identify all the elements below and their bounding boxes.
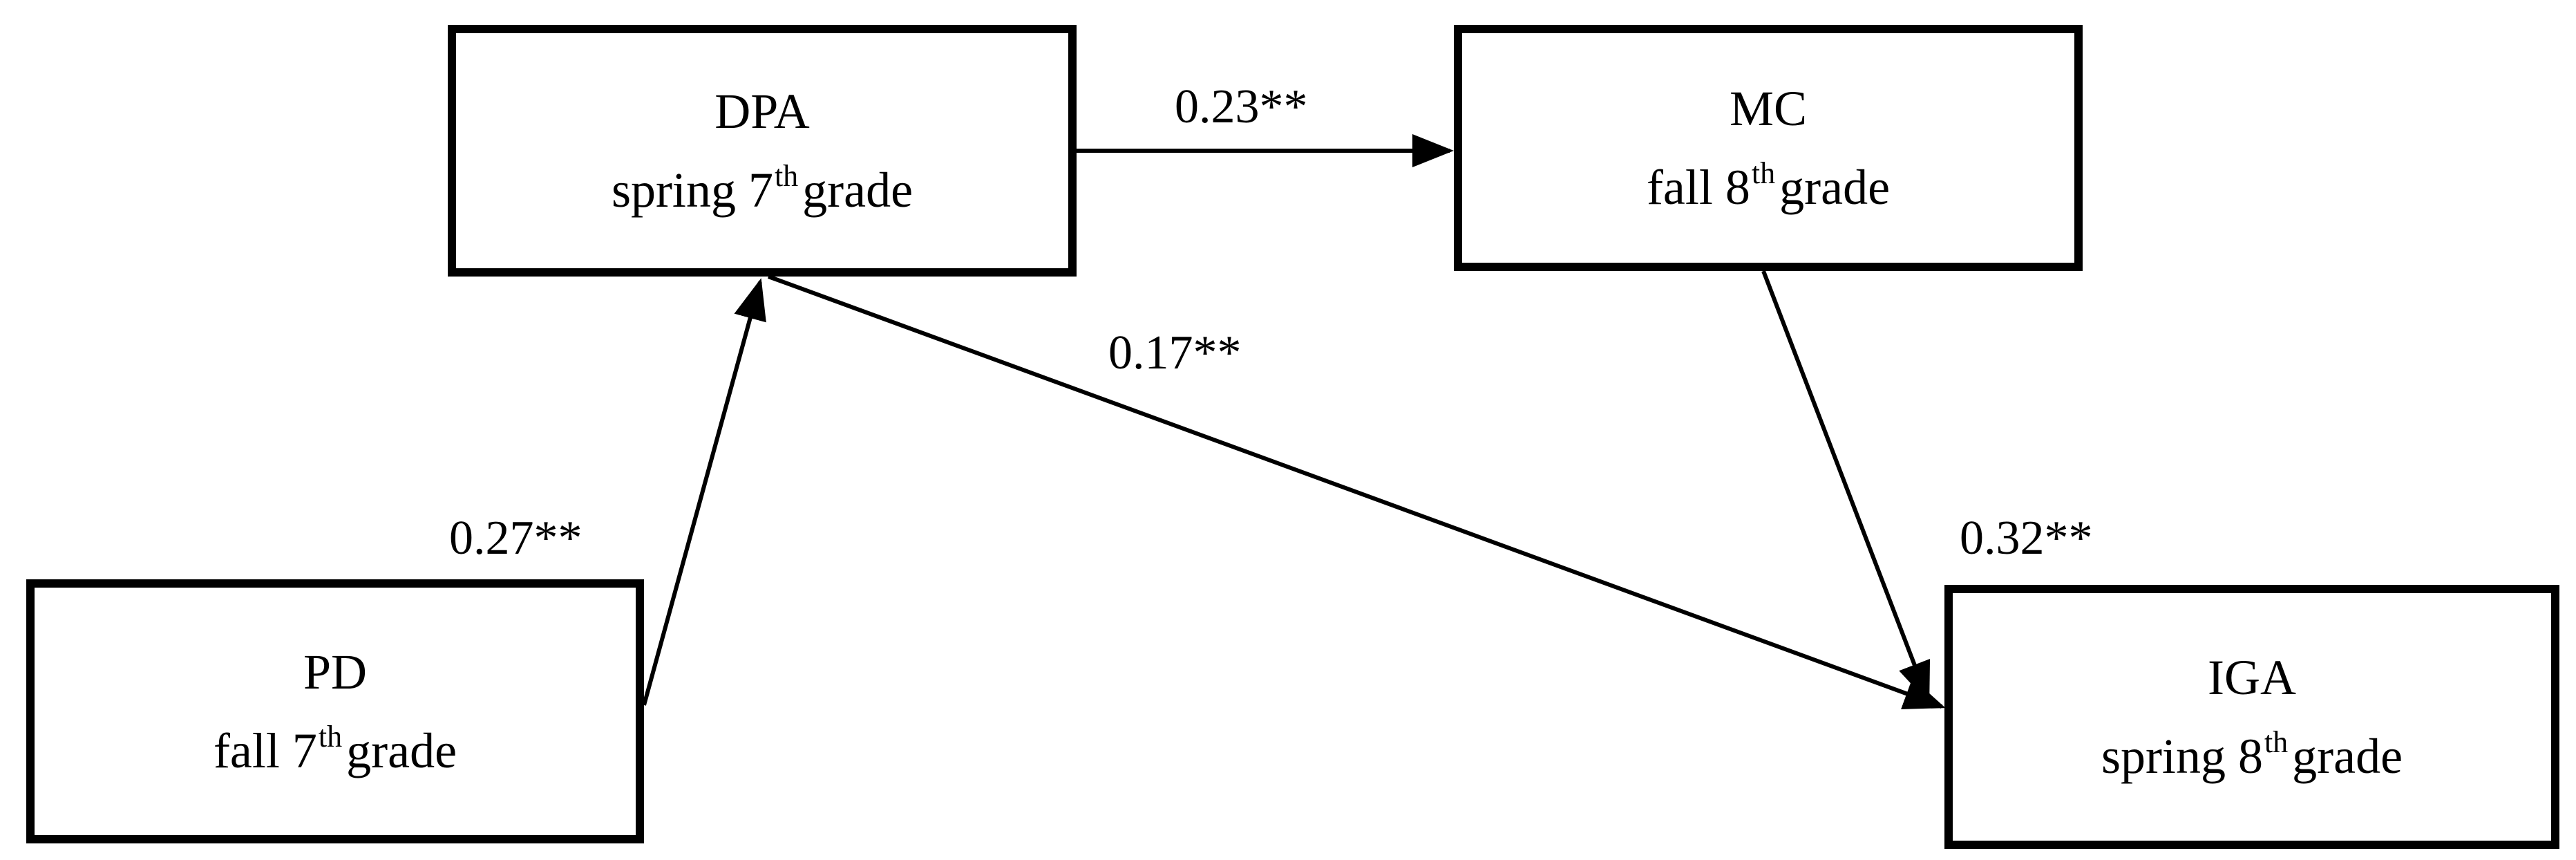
node-iga: IGA spring 8thgrade — [1944, 585, 2559, 849]
node-title: PD — [303, 644, 368, 700]
grade-number: spring 7 — [611, 162, 773, 218]
node-title: IGA — [2208, 650, 2296, 705]
grade-number: spring 8 — [2101, 729, 2263, 784]
node-title: MC — [1729, 81, 1808, 136]
coefficient-dpa-iga: 0.17** — [1108, 326, 1242, 380]
coefficient-dpa-mc: 0.23** — [1175, 80, 1308, 133]
node-subtitle: spring 8thgrade — [2101, 727, 2403, 784]
ordinal-suffix: th — [2264, 725, 2289, 759]
ordinal-suffix: th — [774, 159, 799, 193]
ordinal-suffix: th — [1751, 156, 1776, 190]
coefficient-mc-iga: 0.32** — [1960, 512, 2093, 565]
grade-word: grade — [1779, 160, 1891, 215]
grade-number: fall 7 — [213, 723, 317, 778]
node-dpa: DPA spring 7thgrade — [448, 25, 1077, 277]
coefficient-pd-dpa: 0.27** — [449, 512, 583, 565]
grade-number: fall 8 — [1646, 160, 1750, 215]
node-title: DPA — [714, 84, 810, 139]
grade-word: grade — [346, 723, 457, 778]
arrow-dpa-to-iga — [767, 274, 1946, 709]
arrow-pd-to-dpa — [642, 278, 766, 706]
node-subtitle: fall 7thgrade — [213, 722, 457, 778]
node-pd: PD fall 7thgrade — [26, 579, 644, 843]
node-mc: MC fall 8thgrade — [1454, 25, 2083, 271]
grade-word: grade — [2292, 729, 2403, 784]
arrow-mc-to-iga — [1761, 270, 1931, 704]
grade-word: grade — [802, 162, 913, 218]
node-subtitle: spring 7thgrade — [611, 161, 913, 218]
ordinal-suffix: th — [318, 720, 343, 754]
node-subtitle: fall 8thgrade — [1646, 158, 1891, 215]
